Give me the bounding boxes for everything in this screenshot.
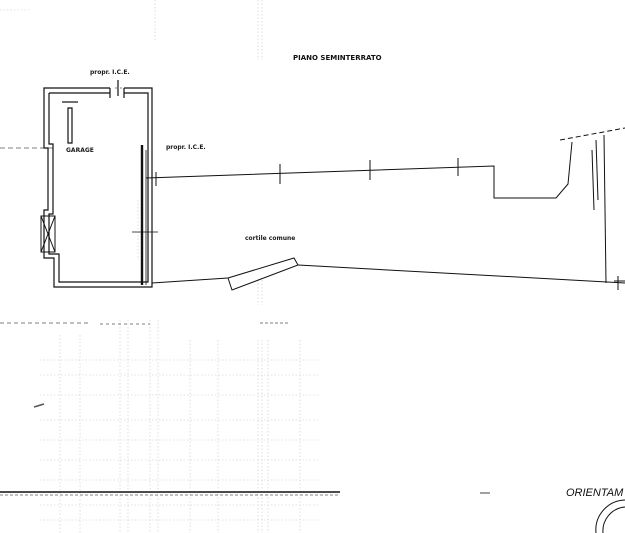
- owner-label-top: propr. I.C.E.: [90, 69, 130, 76]
- courtyard-label: cortile comune: [245, 235, 295, 242]
- garage-walls: [43, 80, 153, 288]
- orientation-label: ORIENTAM: [566, 487, 624, 499]
- background-grid: [0, 0, 320, 533]
- compass-icon: [595, 499, 625, 533]
- scan-dashes: [0, 87, 290, 408]
- window-symbol: [40, 215, 56, 253]
- owner-label-right: propr. I.C.E.: [166, 144, 206, 151]
- garage-label: GARAGE: [66, 147, 94, 154]
- plan-title: PIANO SEMINTERRATO: [293, 54, 382, 62]
- bottom-reference-line: [0, 491, 490, 496]
- courtyard-outline: [145, 127, 625, 291]
- garage-right-wall: [132, 145, 158, 285]
